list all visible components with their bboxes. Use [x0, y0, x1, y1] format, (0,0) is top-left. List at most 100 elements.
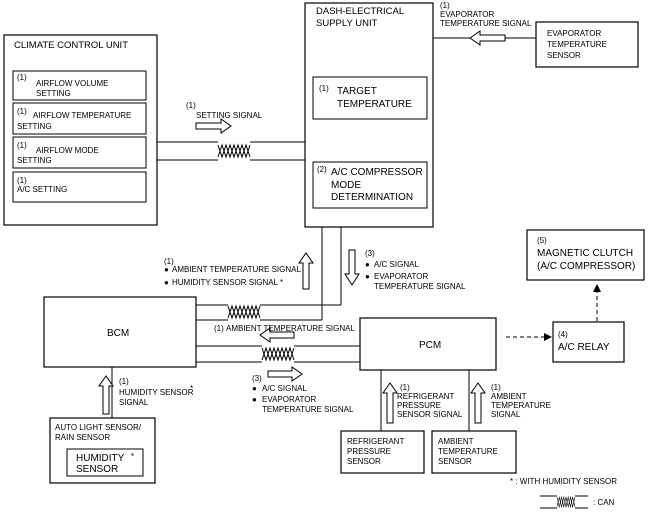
signal-num: (1): [164, 257, 174, 266]
signal-label: EVAPORATOR: [262, 395, 316, 404]
humidity-sensor-label: HUMIDITY: [76, 453, 125, 464]
signal-label: AMBIENT: [491, 392, 527, 401]
target-temperature-box: [312, 76, 428, 120]
ambient-temperature-sensor: AMBIENT TEMPERATURE SENSOR: [431, 430, 517, 474]
refrigerant-label: SENSOR: [347, 457, 381, 466]
target-label: TARGET: [337, 86, 377, 97]
dash-electrical-supply-unit: DASH-ELECTRICAL SUPPLY UNIT (1) TARGET T…: [304, 2, 434, 228]
signal-label: A/C SIGNAL: [262, 384, 307, 393]
item-num: (1): [17, 73, 27, 82]
relay-label: A/C RELAY: [558, 342, 610, 353]
legend: * : WITH HUMIDITY SENSOR : CAN: [510, 477, 617, 509]
signal-label: SETTING SIGNAL: [196, 111, 263, 120]
signal-label: HUMIDITY SENSOR: [119, 388, 194, 397]
arrow-head-icon: [593, 284, 601, 292]
evap-sensor-label: SENSOR: [547, 51, 581, 60]
climate-control-unit: CLIMATE CONTROL UNIT (1) AIRFLOW VOLUME …: [3, 34, 158, 226]
item-label: AIRFLOW TEMPERATURE: [33, 111, 131, 120]
up-arrow-icon: [470, 382, 486, 424]
item-label: SETTING: [17, 122, 52, 131]
signal-label: AMBIENT TEMPERATURE SIGNAL: [172, 265, 301, 274]
item-label: AIRFLOW MODE: [36, 146, 99, 155]
compressor-num: (2): [317, 165, 327, 174]
signal-num: (3): [252, 374, 262, 383]
right-arrow-icon: [195, 118, 232, 134]
refrigerant-label: PRESSURE: [347, 447, 391, 456]
signal-label: SIGNAL: [491, 410, 521, 419]
signal-label: REFRIGERANT: [397, 392, 454, 401]
bullet-icon: ●: [365, 272, 370, 281]
humidity-signal-connection: (1) HUMIDITY SENSOR * SIGNAL: [98, 367, 194, 418]
airflow-temperature-setting-box: [12, 102, 147, 135]
up-arrow-icon: [382, 382, 398, 424]
refrigerant-label: REFRIGERANT: [347, 437, 404, 446]
humidity-sensor-box: [66, 448, 144, 477]
evap-sensor-label: TEMPERATURE: [547, 40, 607, 49]
can-legend-label: : CAN: [593, 498, 615, 507]
bullet-icon: ●: [252, 395, 257, 404]
magnetic-clutch: (5) MAGNETIC CLUTCH (A/C COMPRESSOR): [526, 229, 645, 281]
ac-relay: (4) A/C RELAY: [552, 321, 625, 363]
arrow-head-icon: [544, 333, 552, 341]
right-arrow-icon: [267, 366, 303, 382]
auto-light-label: AUTO LIGHT SENSOR/: [55, 423, 142, 432]
compressor-label: A/C COMPRESSOR: [331, 167, 423, 178]
relay-clutch-connection: [593, 284, 601, 321]
signal-label: AMBIENT TEMPERATURE SIGNAL: [226, 324, 355, 333]
bullet-icon: ●: [164, 278, 169, 287]
pcm-relay-connection: [506, 333, 552, 341]
setting-signal-connection: (1) SETTING SIGNAL: [157, 101, 305, 161]
signal-num: (1): [186, 101, 196, 110]
signal-label: A/C SIGNAL: [374, 260, 419, 269]
compressor-label: DETERMINATION: [331, 192, 413, 203]
signal-num: (1): [440, 1, 450, 10]
bcm-label: BCM: [107, 328, 129, 339]
signal-num: (1): [214, 324, 224, 333]
bcm-dash-connection: (1) ● AMBIENT TEMPERATURE SIGNAL ● HUMID…: [164, 227, 466, 321]
signal-label: EVAPORATOR: [374, 272, 428, 281]
clutch-label: MAGNETIC CLUTCH: [537, 248, 633, 259]
item-num: (1): [17, 141, 27, 150]
airflow-volume-setting-box: [12, 70, 147, 101]
ambient-sensor-label: AMBIENT: [438, 437, 474, 446]
signal-label: TEMPERATURE SIGNAL: [262, 405, 354, 414]
up-arrow-icon: [98, 375, 114, 415]
signal-label: EVAPORATOR: [440, 10, 494, 19]
item-label: AIRFLOW VOLUME: [36, 79, 108, 88]
ambient-sensor-label: TEMPERATURE: [438, 447, 498, 456]
bullet-icon: ●: [164, 265, 169, 274]
target-label: TEMPERATURE: [337, 99, 412, 110]
item-label: A/C SETTING: [17, 185, 67, 194]
item-label: SETTING: [36, 89, 71, 98]
compressor-label: MODE: [331, 180, 361, 191]
refrigerant-pressure-sensor: REFRIGERANT PRESSURE SENSOR: [340, 430, 425, 474]
relay-num: (4): [558, 330, 568, 339]
humidity-sensor-label: SENSOR: [76, 464, 118, 475]
signal-label: TEMPERATURE SIGNAL: [440, 19, 532, 28]
can-twist-icon: [556, 496, 576, 508]
signal-num: (3): [365, 249, 375, 258]
bullet-icon: ●: [252, 384, 257, 393]
item-num: (1): [17, 176, 27, 185]
pcm-module: PCM: [359, 317, 497, 371]
clutch-num: (5): [537, 236, 547, 245]
asterisk-mark: *: [190, 384, 193, 393]
evap-sensor-label: EVAPORATOR: [547, 29, 601, 38]
signal-num: (1): [119, 377, 129, 386]
signal-label: HUMIDITY SENSOR SIGNAL *: [172, 278, 283, 287]
dash-title-line2: SUPPLY UNIT: [316, 18, 378, 29]
climate-control-title: CLIMATE CONTROL UNIT: [14, 40, 128, 51]
item-label: SETTING: [17, 156, 52, 165]
signal-num: (1): [491, 383, 501, 392]
evaporator-signal-connection: (1) EVAPORATOR TEMPERATURE SIGNAL: [433, 1, 536, 46]
ac-setting-box: [12, 171, 147, 203]
clutch-label: (A/C COMPRESSOR): [537, 261, 635, 272]
signal-num: (1): [400, 383, 410, 392]
signal-label: SENSOR SIGNAL: [397, 410, 463, 419]
pcm-label: PCM: [419, 340, 441, 351]
refrigerant-signal-connection: (1) REFRIGERANT PRESSURE SENSOR SIGNAL: [380, 370, 463, 431]
signal-label: TEMPERATURE SIGNAL: [374, 282, 466, 291]
compressor-mode-box: [312, 161, 428, 209]
signal-label: SIGNAL: [119, 398, 149, 407]
